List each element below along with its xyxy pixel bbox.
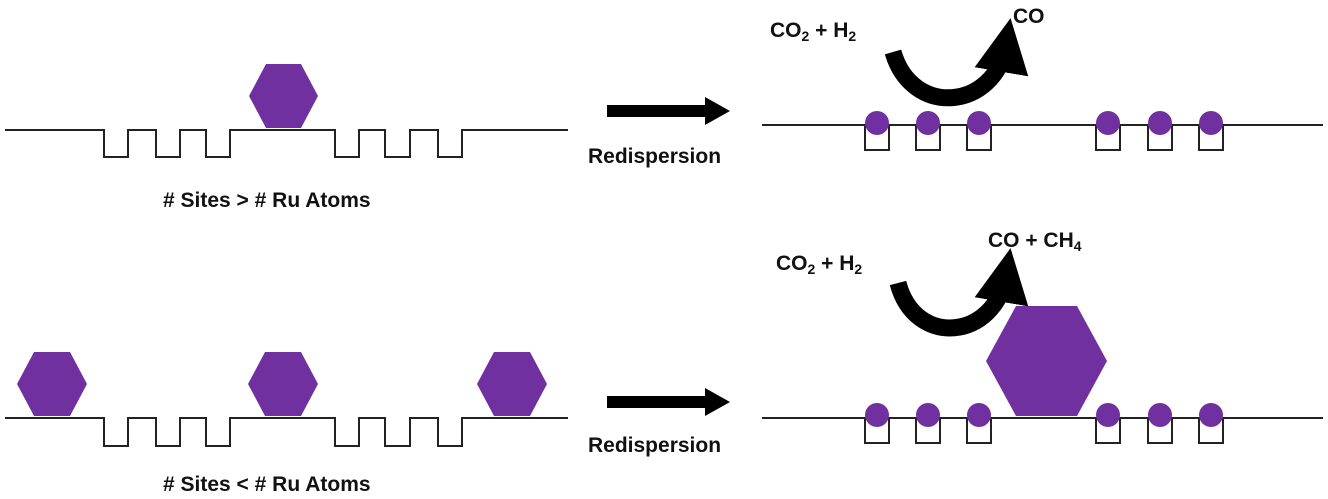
reaction-curved-arrow <box>884 18 1029 107</box>
bottom-left-support <box>5 352 568 447</box>
ru-nanoparticle <box>248 352 318 416</box>
top-process-label: Redispersion <box>588 145 722 168</box>
top-reactant-label: CO2 + H2 <box>770 19 857 44</box>
top-left-support <box>5 64 568 158</box>
support-surface-with-pits <box>5 417 568 447</box>
top-right-support <box>762 18 1323 151</box>
bottom-right-support <box>762 248 1323 444</box>
bottom-condition-label: # Sites < # Ru Atoms <box>163 473 371 496</box>
top-process-arrow <box>607 97 730 125</box>
bottom-process-label: Redispersion <box>588 434 722 457</box>
bottom-process-arrow <box>607 388 730 416</box>
top-condition-label: # Sites > # Ru Atoms <box>163 189 371 212</box>
ru-nanoparticle <box>477 352 547 416</box>
support-surface-with-pits <box>5 129 568 158</box>
top-product-label: CO <box>1013 5 1045 28</box>
ru-single-atoms <box>865 403 1223 427</box>
ru-nanoparticle <box>17 352 87 416</box>
ru-nanoparticle <box>249 64 318 128</box>
reaction-curved-arrow <box>889 248 1029 337</box>
bottom-reactant-label: CO2 + H2 <box>776 252 863 277</box>
bottom-product-label: CO + CH4 <box>988 229 1082 254</box>
ru-large-nanoparticle <box>986 306 1107 416</box>
ru-single-atoms <box>865 111 1223 135</box>
